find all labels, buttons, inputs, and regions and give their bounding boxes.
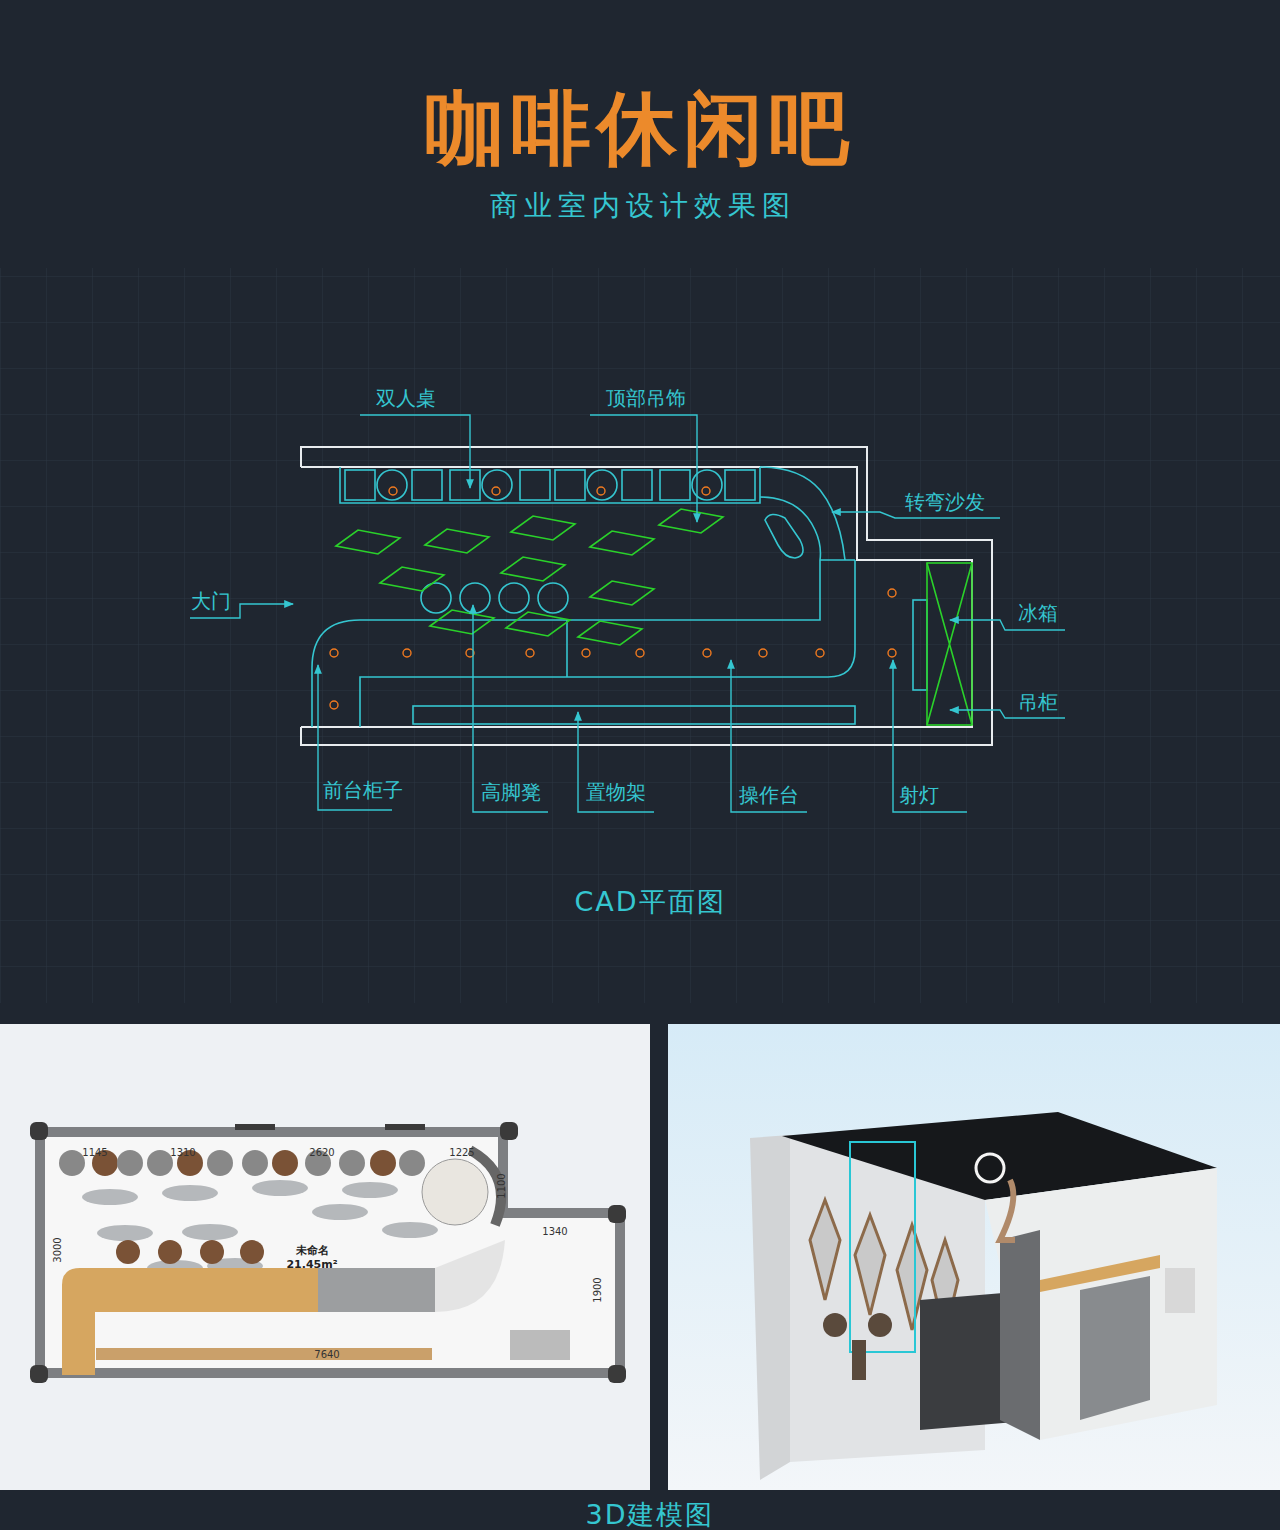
callout-label: 顶部吊饰 (606, 386, 686, 410)
callout-label: 射灯 (899, 783, 939, 807)
callout-label: 吊柜 (1018, 690, 1058, 714)
callout-label: 大门 (191, 589, 231, 613)
dimension: 1310 (170, 1147, 195, 1159)
main-title: 咖啡休闲吧 (425, 76, 855, 184)
section-caption: CAD平面图 (574, 886, 725, 918)
subtitle: 商业室内设计效果图 (490, 189, 796, 223)
dimension: 2620 (309, 1147, 334, 1159)
callout-label: 转弯沙发 (905, 490, 985, 514)
room-area: 21.45m² (286, 1258, 337, 1271)
dimension: 1340 (542, 1226, 567, 1238)
dimension: 3000 (52, 1237, 64, 1262)
dimension: 1900 (592, 1277, 604, 1302)
dimension: 1100 (496, 1173, 508, 1198)
section-caption: 3D建模图 (586, 1499, 715, 1530)
callout-label: 高脚凳 (481, 780, 541, 804)
callout-label: 置物架 (586, 780, 646, 804)
callout-label: 前台柜子 (323, 778, 403, 802)
room-name: 未命名 (296, 1244, 329, 1257)
dimension: 1145 (82, 1147, 107, 1159)
callout-label: 操作台 (739, 783, 799, 807)
callout-label: 双人桌 (376, 386, 436, 410)
dimension: 7640 (314, 1349, 339, 1361)
dimension: 1225 (449, 1147, 474, 1159)
callout-label: 冰箱 (1018, 601, 1058, 625)
